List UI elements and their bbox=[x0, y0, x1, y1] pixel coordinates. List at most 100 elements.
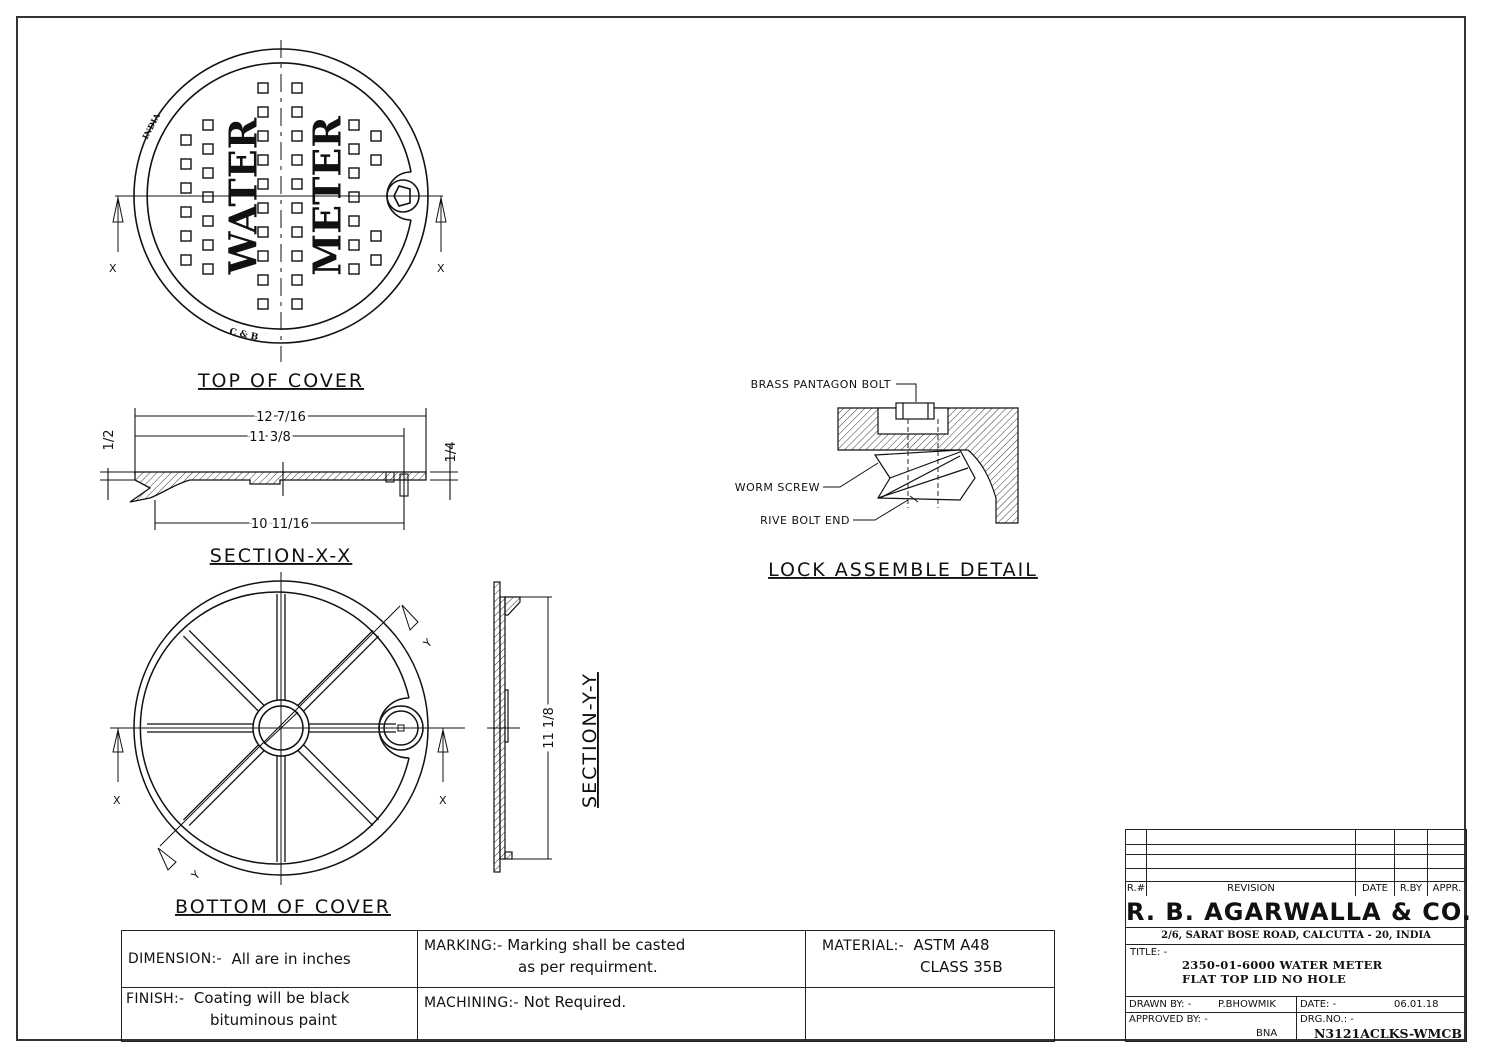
note-machining-value: Not Required. bbox=[523, 993, 627, 1011]
bottom-section-mark-y-top: Y bbox=[420, 636, 435, 651]
vent-square bbox=[180, 254, 192, 266]
vent-square bbox=[202, 119, 214, 131]
section-y-title: SECTION-Y-Y bbox=[579, 672, 601, 808]
vent-square bbox=[348, 119, 360, 131]
vent-square bbox=[291, 274, 303, 286]
drawn-by-value: P.BHOWMIK bbox=[1218, 999, 1276, 1010]
vent-square bbox=[291, 82, 303, 94]
section-mark-x-left: X bbox=[109, 262, 117, 275]
note-dimension: DIMENSION:- All are in inches bbox=[122, 931, 418, 988]
top-cover-title: TOP OF COVER bbox=[197, 370, 364, 392]
approved-by-value: BNA bbox=[1256, 1028, 1278, 1039]
vent-square bbox=[291, 130, 303, 142]
drawing-title-line-1: 2350-01-6000 WATER METER bbox=[1182, 958, 1383, 972]
drawing-title-line-2: FLAT TOP LID NO HOLE bbox=[1182, 972, 1347, 986]
rib-edge bbox=[297, 750, 374, 827]
bottom-section-mark-x-left: X bbox=[113, 794, 121, 807]
revision-header-revision: REVISION bbox=[1227, 883, 1275, 894]
note-finish-value-2: bituminous paint bbox=[210, 1011, 337, 1029]
note-marking-value-2: as per requirment. bbox=[518, 958, 658, 976]
rib-edge bbox=[303, 744, 380, 821]
section-x-title: SECTION-X-X bbox=[210, 545, 353, 567]
dim-left-height: 1/2 bbox=[102, 430, 117, 451]
date-label: DATE: - bbox=[1300, 999, 1337, 1010]
section-y-view bbox=[487, 581, 552, 873]
approved-by-label: APPROVED BY: - bbox=[1129, 1014, 1208, 1025]
vent-square bbox=[180, 230, 192, 242]
vent-square bbox=[202, 215, 214, 227]
vent-square bbox=[348, 263, 360, 275]
rim-mark-india: INDIA bbox=[140, 111, 162, 141]
vent-square bbox=[180, 134, 192, 146]
approved-by-row: APPROVED BY: - BNA DRG.NO.: - N3121ACLKS… bbox=[1126, 1013, 1466, 1042]
section-x-view bbox=[100, 408, 458, 530]
vent-square bbox=[291, 154, 303, 166]
vent-square bbox=[291, 202, 303, 214]
revision-header-rnum: R.# bbox=[1126, 883, 1146, 894]
lock-detail-view bbox=[823, 383, 1019, 524]
vent-square bbox=[348, 167, 360, 179]
note-empty-cell bbox=[806, 988, 1054, 1042]
drg-no-value: N3121ACLKS-WMCB bbox=[1314, 1026, 1462, 1041]
revision-table: R.# REVISION DATE R.BY APPR. bbox=[1126, 830, 1466, 896]
rib-edge bbox=[188, 750, 265, 827]
note-material: MATERIAL:- ASTM A48 CLASS 35B bbox=[806, 931, 1054, 988]
dim-inner-diameter: 11 3/8 bbox=[249, 430, 291, 445]
note-finish-value-1: Coating will be black bbox=[193, 989, 350, 1007]
vent-square bbox=[257, 274, 269, 286]
drawing-title-cell: TITLE: - 2350-01-6000 WATER METER FLAT T… bbox=[1126, 945, 1466, 997]
revision-header-date: DATE bbox=[1361, 883, 1388, 894]
vent-square bbox=[257, 202, 269, 214]
vent-square bbox=[202, 263, 214, 275]
drawn-by-label: DRAWN BY: - bbox=[1129, 999, 1192, 1010]
company-address: 2/6, SARAT BOSE ROAD, CALCUTTA - 20, IND… bbox=[1126, 928, 1466, 945]
lock-detail-title: LOCK ASSEMBLE DETAIL bbox=[768, 559, 1038, 581]
callout-rive-bolt-end: RIVE BOLT END bbox=[760, 514, 850, 527]
cast-text-water: WATER bbox=[221, 117, 266, 275]
bottom-section-mark-x-right: X bbox=[439, 794, 447, 807]
bottom-cover-view bbox=[110, 572, 465, 885]
callout-worm-screw: WORM SCREW bbox=[735, 481, 820, 494]
vent-square bbox=[291, 178, 303, 190]
notes-table: DIMENSION:- All are in inches MARKING:- … bbox=[121, 930, 1055, 1042]
vent-square bbox=[370, 154, 382, 166]
dim-right-thickness: 1/4 bbox=[444, 442, 459, 463]
note-marking-value-1: Marking shall be casted bbox=[507, 936, 686, 954]
vent-square bbox=[291, 226, 303, 238]
date-value: 06.01.18 bbox=[1394, 999, 1439, 1010]
note-dimension-label: DIMENSION:- bbox=[128, 950, 222, 967]
dim-bottom-diameter: 10 11/16 bbox=[251, 517, 309, 532]
note-material-label: MATERIAL:- bbox=[822, 938, 904, 954]
vent-square bbox=[257, 226, 269, 238]
top-cover-vent-squares bbox=[180, 82, 382, 310]
vent-square bbox=[370, 230, 382, 242]
vent-square bbox=[348, 239, 360, 251]
rib-edge bbox=[182, 635, 259, 712]
vent-square bbox=[257, 250, 269, 262]
vent-square bbox=[257, 154, 269, 166]
dim-overall-diameter: 12 7/16 bbox=[256, 410, 306, 425]
note-machining: MACHINING:- Not Required. bbox=[418, 988, 806, 1042]
dim-section-y-length: 11 1/8 bbox=[542, 707, 557, 749]
drg-no-label: DRG.NO.: - bbox=[1300, 1014, 1354, 1025]
vent-square bbox=[202, 167, 214, 179]
vent-square bbox=[180, 158, 192, 170]
vent-square bbox=[348, 143, 360, 155]
note-finish: FINISH:- Coating will be black bituminou… bbox=[122, 988, 418, 1042]
vent-square bbox=[257, 298, 269, 310]
vent-square bbox=[257, 82, 269, 94]
note-material-value-2: CLASS 35B bbox=[920, 958, 1003, 976]
company-name: R. B. AGARWALLA & CO. bbox=[1126, 898, 1472, 928]
vent-square bbox=[291, 106, 303, 118]
vent-square bbox=[180, 182, 192, 194]
section-mark-x-right: X bbox=[437, 262, 445, 275]
vent-square bbox=[257, 106, 269, 118]
vent-square bbox=[202, 191, 214, 203]
vent-square bbox=[348, 215, 360, 227]
vent-square bbox=[291, 298, 303, 310]
vent-square bbox=[257, 130, 269, 142]
top-cover-view bbox=[112, 40, 447, 362]
note-dimension-value: All are in inches bbox=[231, 949, 351, 968]
note-marking-label: MARKING:- bbox=[424, 938, 503, 954]
